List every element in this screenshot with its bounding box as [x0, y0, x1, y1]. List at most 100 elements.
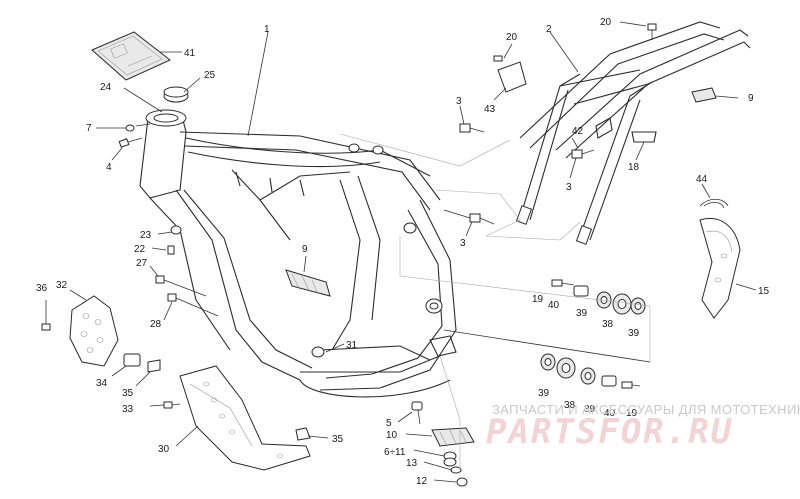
clip-35-bottom: [295, 427, 311, 441]
label-18: 18: [628, 162, 640, 173]
label-3b: 3: [566, 182, 572, 193]
label-2: 2: [546, 24, 552, 35]
leader-6-11: [413, 449, 445, 457]
leader-28: [163, 301, 173, 321]
label-13: 13: [406, 458, 418, 469]
screw-22: [167, 245, 175, 255]
bolt-20-top: [647, 23, 657, 40]
bolt-42: [571, 149, 595, 159]
bolt-3-upper: [459, 123, 485, 133]
label-9b: 9: [748, 93, 754, 104]
leader-15: [735, 283, 757, 291]
leader-44: [701, 183, 711, 199]
leader-25: [183, 77, 201, 93]
label-25: 25: [204, 70, 216, 81]
manual-booklet: [91, 31, 171, 81]
footrest-9: [285, 269, 331, 297]
label-1: 1: [264, 24, 270, 35]
leader-3c: [465, 221, 473, 237]
label-34: 34: [96, 378, 108, 389]
label-24: 24: [100, 82, 112, 93]
label-9a: 9: [302, 244, 308, 255]
skid-plate-30: [179, 365, 311, 471]
label-4: 4: [106, 162, 112, 173]
ref-line-4: [399, 236, 651, 362]
leader-9b: [715, 95, 739, 99]
label-27: 27: [136, 258, 148, 269]
clip-7: [125, 123, 151, 132]
label-23: 23: [140, 230, 152, 241]
leader-1: [247, 31, 269, 137]
pad-9-right: [691, 87, 717, 103]
label-41: 41: [184, 48, 196, 59]
leader-35b: [307, 435, 329, 439]
label-28: 28: [150, 319, 162, 330]
leader-33: [149, 404, 165, 407]
label-43: 43: [484, 104, 496, 115]
leader-22: [151, 247, 167, 251]
label-5: 5: [386, 418, 392, 429]
label-3a: 3: [456, 96, 462, 107]
label-7: 7: [86, 123, 92, 134]
leader-20b: [619, 21, 647, 27]
leader-32: [69, 289, 87, 301]
leader-13: [423, 461, 453, 471]
leader-10: [405, 433, 433, 437]
clamp-44: [699, 198, 729, 209]
leader-43: [493, 87, 507, 101]
label-42: 42: [572, 126, 584, 137]
label-33: 33: [122, 404, 134, 415]
screw-36: [41, 300, 51, 331]
label-20a: 20: [506, 32, 518, 43]
bolt-28: [167, 293, 219, 317]
main-frame: [139, 109, 457, 398]
label-19a: 19: [532, 294, 544, 305]
label-15: 15: [758, 286, 770, 297]
label-31: 31: [346, 340, 358, 351]
guard-15: [699, 218, 741, 319]
spring-6-11: [443, 451, 457, 467]
leader-31: [325, 343, 345, 353]
watermark-logo: PARTSFOR.RU: [486, 412, 734, 452]
label-38b: 38: [564, 400, 576, 411]
leader-2: [549, 31, 579, 73]
label-20b: 20: [600, 17, 612, 28]
label-30: 30: [158, 444, 170, 455]
screw-33: [163, 401, 181, 409]
label-6-11: 6÷11: [384, 447, 406, 458]
leader-18: [635, 141, 645, 161]
label-39d: 39: [584, 404, 596, 415]
label-3c: 3: [460, 238, 466, 249]
bushing-set-lower: [540, 353, 641, 389]
label-38a: 38: [602, 319, 614, 330]
leader-23: [157, 231, 173, 235]
label-44: 44: [696, 174, 708, 185]
leader-34: [111, 365, 127, 377]
label-39b: 39: [628, 328, 640, 339]
ref-line-3: [443, 329, 651, 363]
leader-24: [123, 87, 163, 113]
watermark-tagline: ЗАПЧАСТИ И АКСЕССУАРЫ ДЛЯ МОТОТЕХНИКИ: [492, 402, 800, 417]
bracket-43: [493, 55, 527, 93]
label-12: 12: [416, 476, 428, 487]
steering-cap-25: [163, 86, 189, 103]
leader-12: [433, 479, 457, 483]
leader-5: [397, 411, 413, 423]
leader-9a: [303, 255, 307, 273]
leader-30: [175, 425, 199, 447]
label-35a: 35: [122, 388, 134, 399]
bushing-23: [170, 225, 182, 235]
bolt-27: [155, 275, 207, 297]
leader-4: [111, 147, 123, 161]
label-22: 22: [134, 244, 146, 255]
footrest-10: [431, 427, 475, 447]
washer-13: [450, 466, 462, 474]
spacer-34: [123, 353, 141, 367]
leader-20a: [503, 43, 513, 59]
label-40a: 40: [548, 300, 560, 311]
leader-42: [571, 137, 579, 149]
rear-subframe: [515, 21, 751, 245]
label-19b: 19: [626, 408, 638, 419]
label-36: 36: [36, 283, 48, 294]
